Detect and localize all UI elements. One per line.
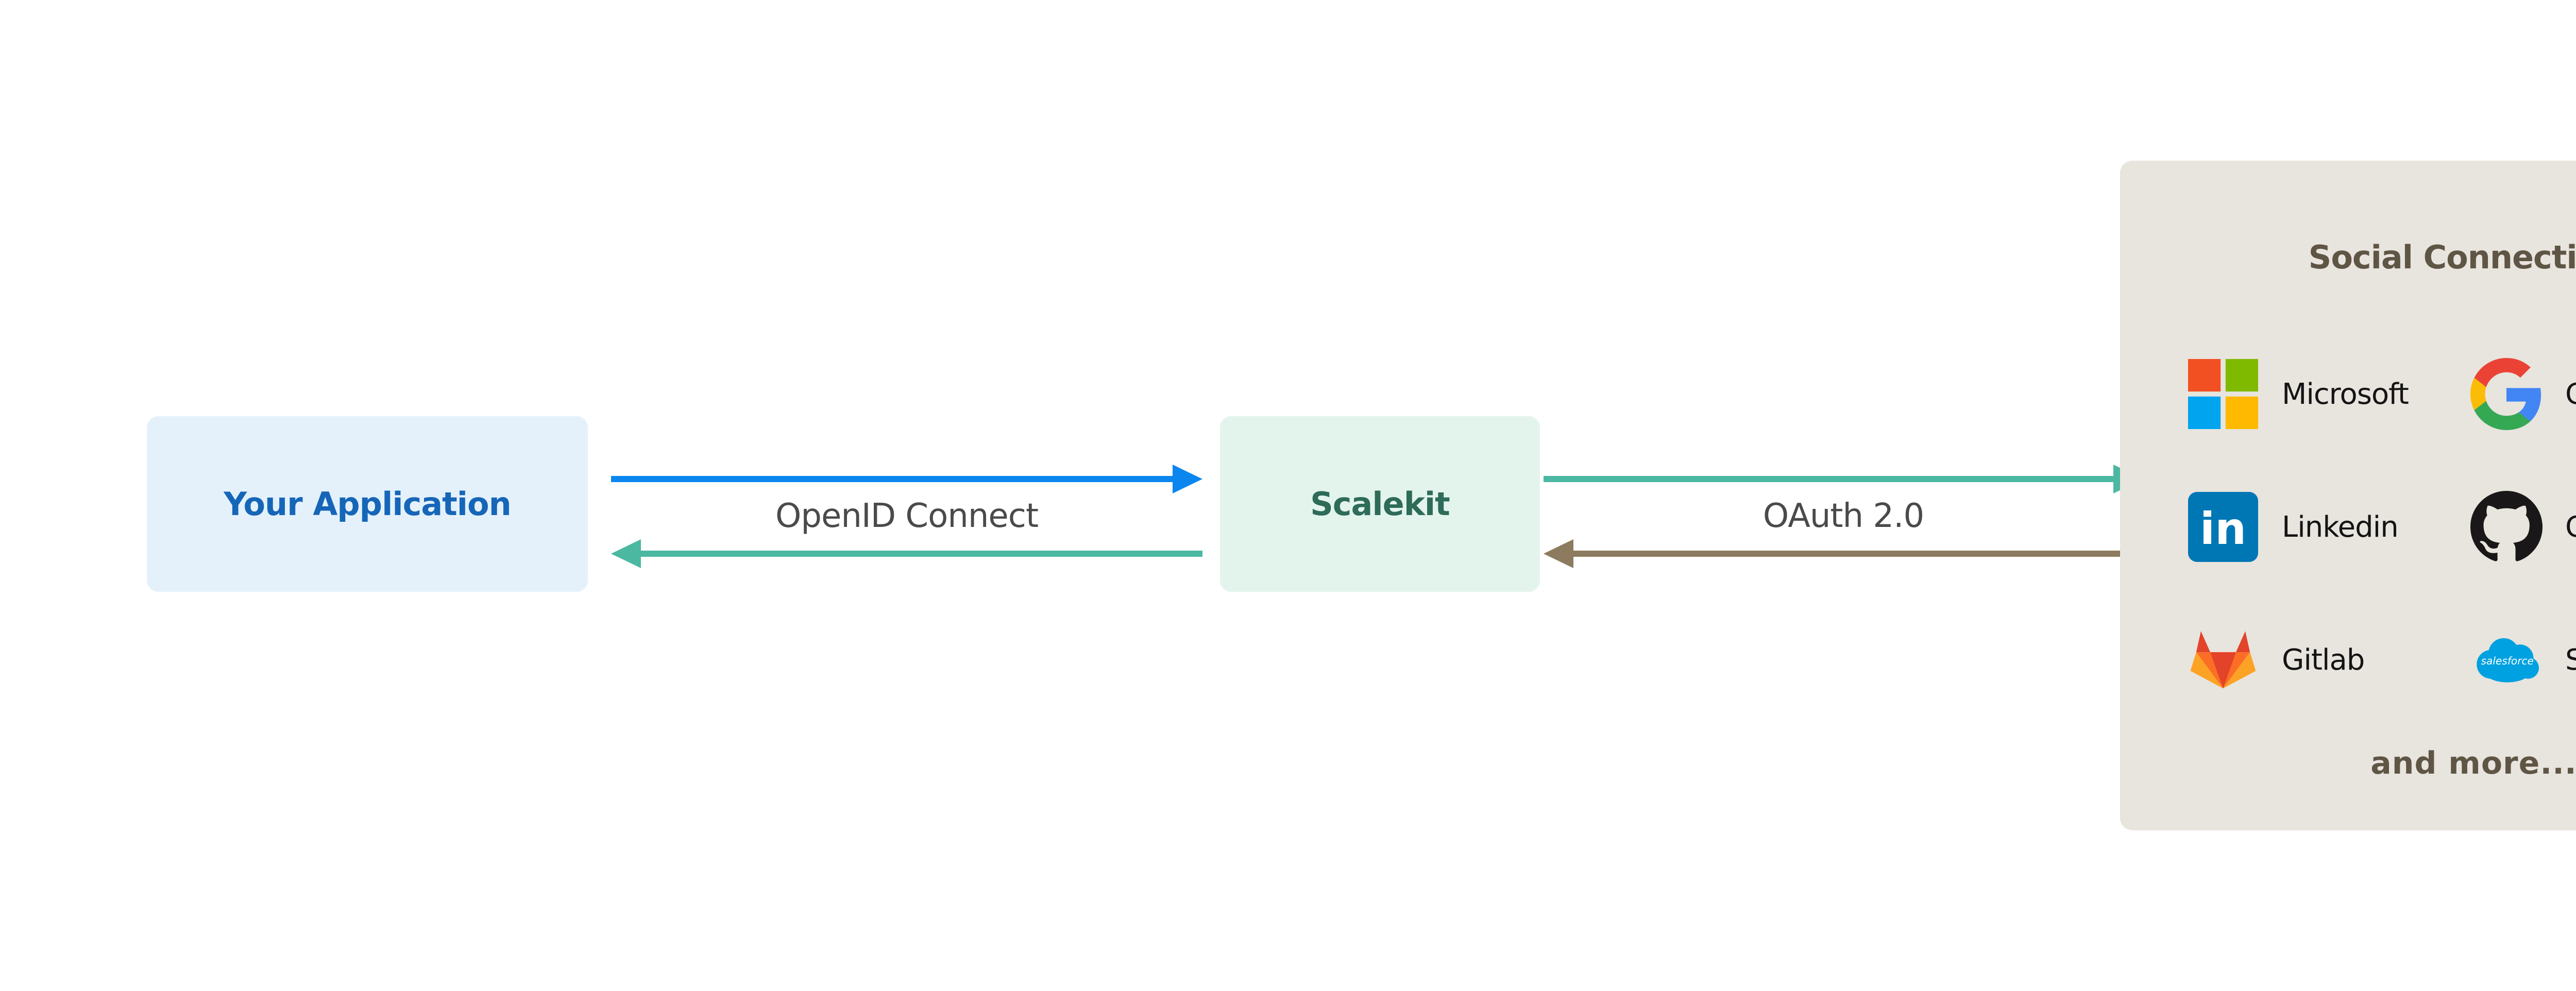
provider-label: Github (2565, 510, 2576, 544)
scalekit-box: Scalekit (1220, 416, 1540, 592)
provider-microsoft: Microsoft (2187, 358, 2409, 430)
oauth-response-arrow (1544, 539, 2143, 568)
provider-label: Salesforce (2565, 643, 2576, 677)
google-icon (2470, 358, 2543, 430)
scalekit-label: Scalekit (1310, 485, 1450, 523)
social-connections-panel: Social Connections Microsoft (2120, 161, 2576, 830)
openid-response-arrow (611, 539, 1202, 568)
openid-link-label: OpenID Connect (775, 497, 1039, 535)
arrow-shaft (1571, 551, 2143, 557)
provider-github: Github (2470, 491, 2576, 563)
arrow-shaft (611, 476, 1175, 482)
svg-text:salesforce: salesforce (2481, 655, 2534, 667)
oauth-request-arrow (1544, 465, 2143, 493)
and-more-text: and more... (2370, 745, 2576, 781)
linkedin-icon: in (2187, 491, 2259, 563)
arrow-shaft (639, 551, 1202, 557)
provider-google: Google (2470, 358, 2576, 430)
salesforce-icon: salesforce (2470, 624, 2543, 696)
github-icon (2470, 491, 2543, 563)
provider-label: Linkedin (2282, 510, 2399, 544)
provider-label: Gitlab (2282, 643, 2365, 677)
provider-label: Google (2565, 378, 2576, 411)
your-application-box: Your Application (147, 416, 588, 592)
provider-linkedin: in Linkedin (2187, 491, 2399, 563)
your-application-label: Your Application (224, 485, 512, 523)
gitlab-icon (2187, 624, 2259, 696)
provider-gitlab: Gitlab (2187, 624, 2365, 696)
social-connections-title: Social Connections (2308, 238, 2576, 276)
provider-label: Microsoft (2282, 377, 2409, 411)
openid-request-arrow (611, 465, 1202, 493)
oauth-link-label: OAuth 2.0 (1762, 497, 1924, 535)
arrow-shaft (1544, 476, 2115, 482)
provider-salesforce: salesforce Salesforce (2470, 624, 2576, 696)
svg-text:in: in (2200, 504, 2246, 555)
microsoft-icon (2187, 358, 2259, 430)
